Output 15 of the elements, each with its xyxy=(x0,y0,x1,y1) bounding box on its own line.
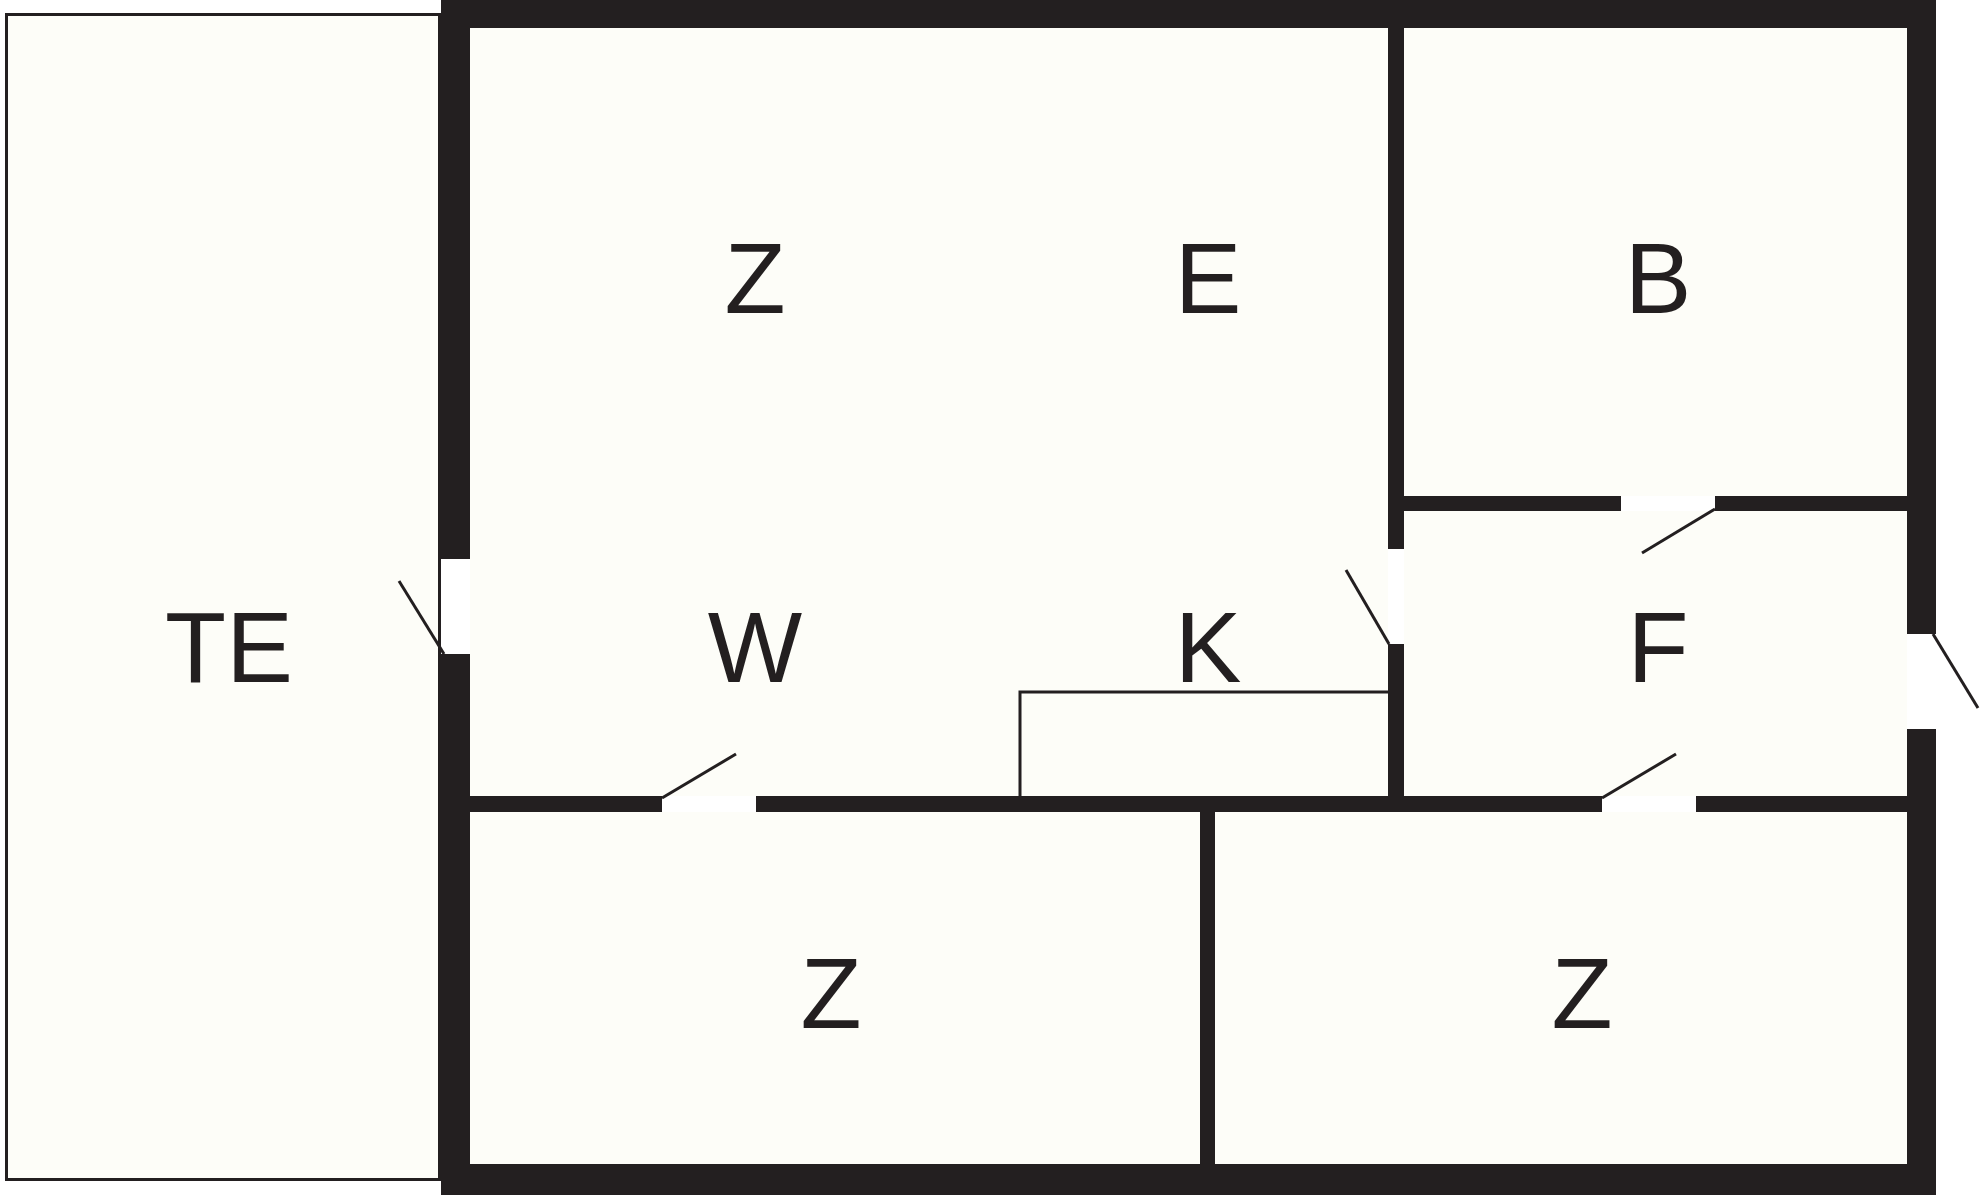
room-label: Z xyxy=(724,228,786,328)
room-label: Z xyxy=(800,943,862,1043)
room-label: TE xyxy=(165,597,293,697)
room-label: E xyxy=(1174,228,1242,328)
room-label: K xyxy=(1174,597,1242,697)
terrace-area xyxy=(5,13,441,1181)
room-label: Z xyxy=(1551,943,1613,1043)
room-label: B xyxy=(1624,228,1692,328)
room-area xyxy=(470,28,1388,796)
room-area xyxy=(470,812,1200,1164)
room-label: F xyxy=(1627,597,1689,697)
room-label: W xyxy=(707,597,803,697)
room-area xyxy=(1404,511,1907,796)
room-area xyxy=(1404,28,1907,496)
room-area xyxy=(1215,812,1907,1164)
